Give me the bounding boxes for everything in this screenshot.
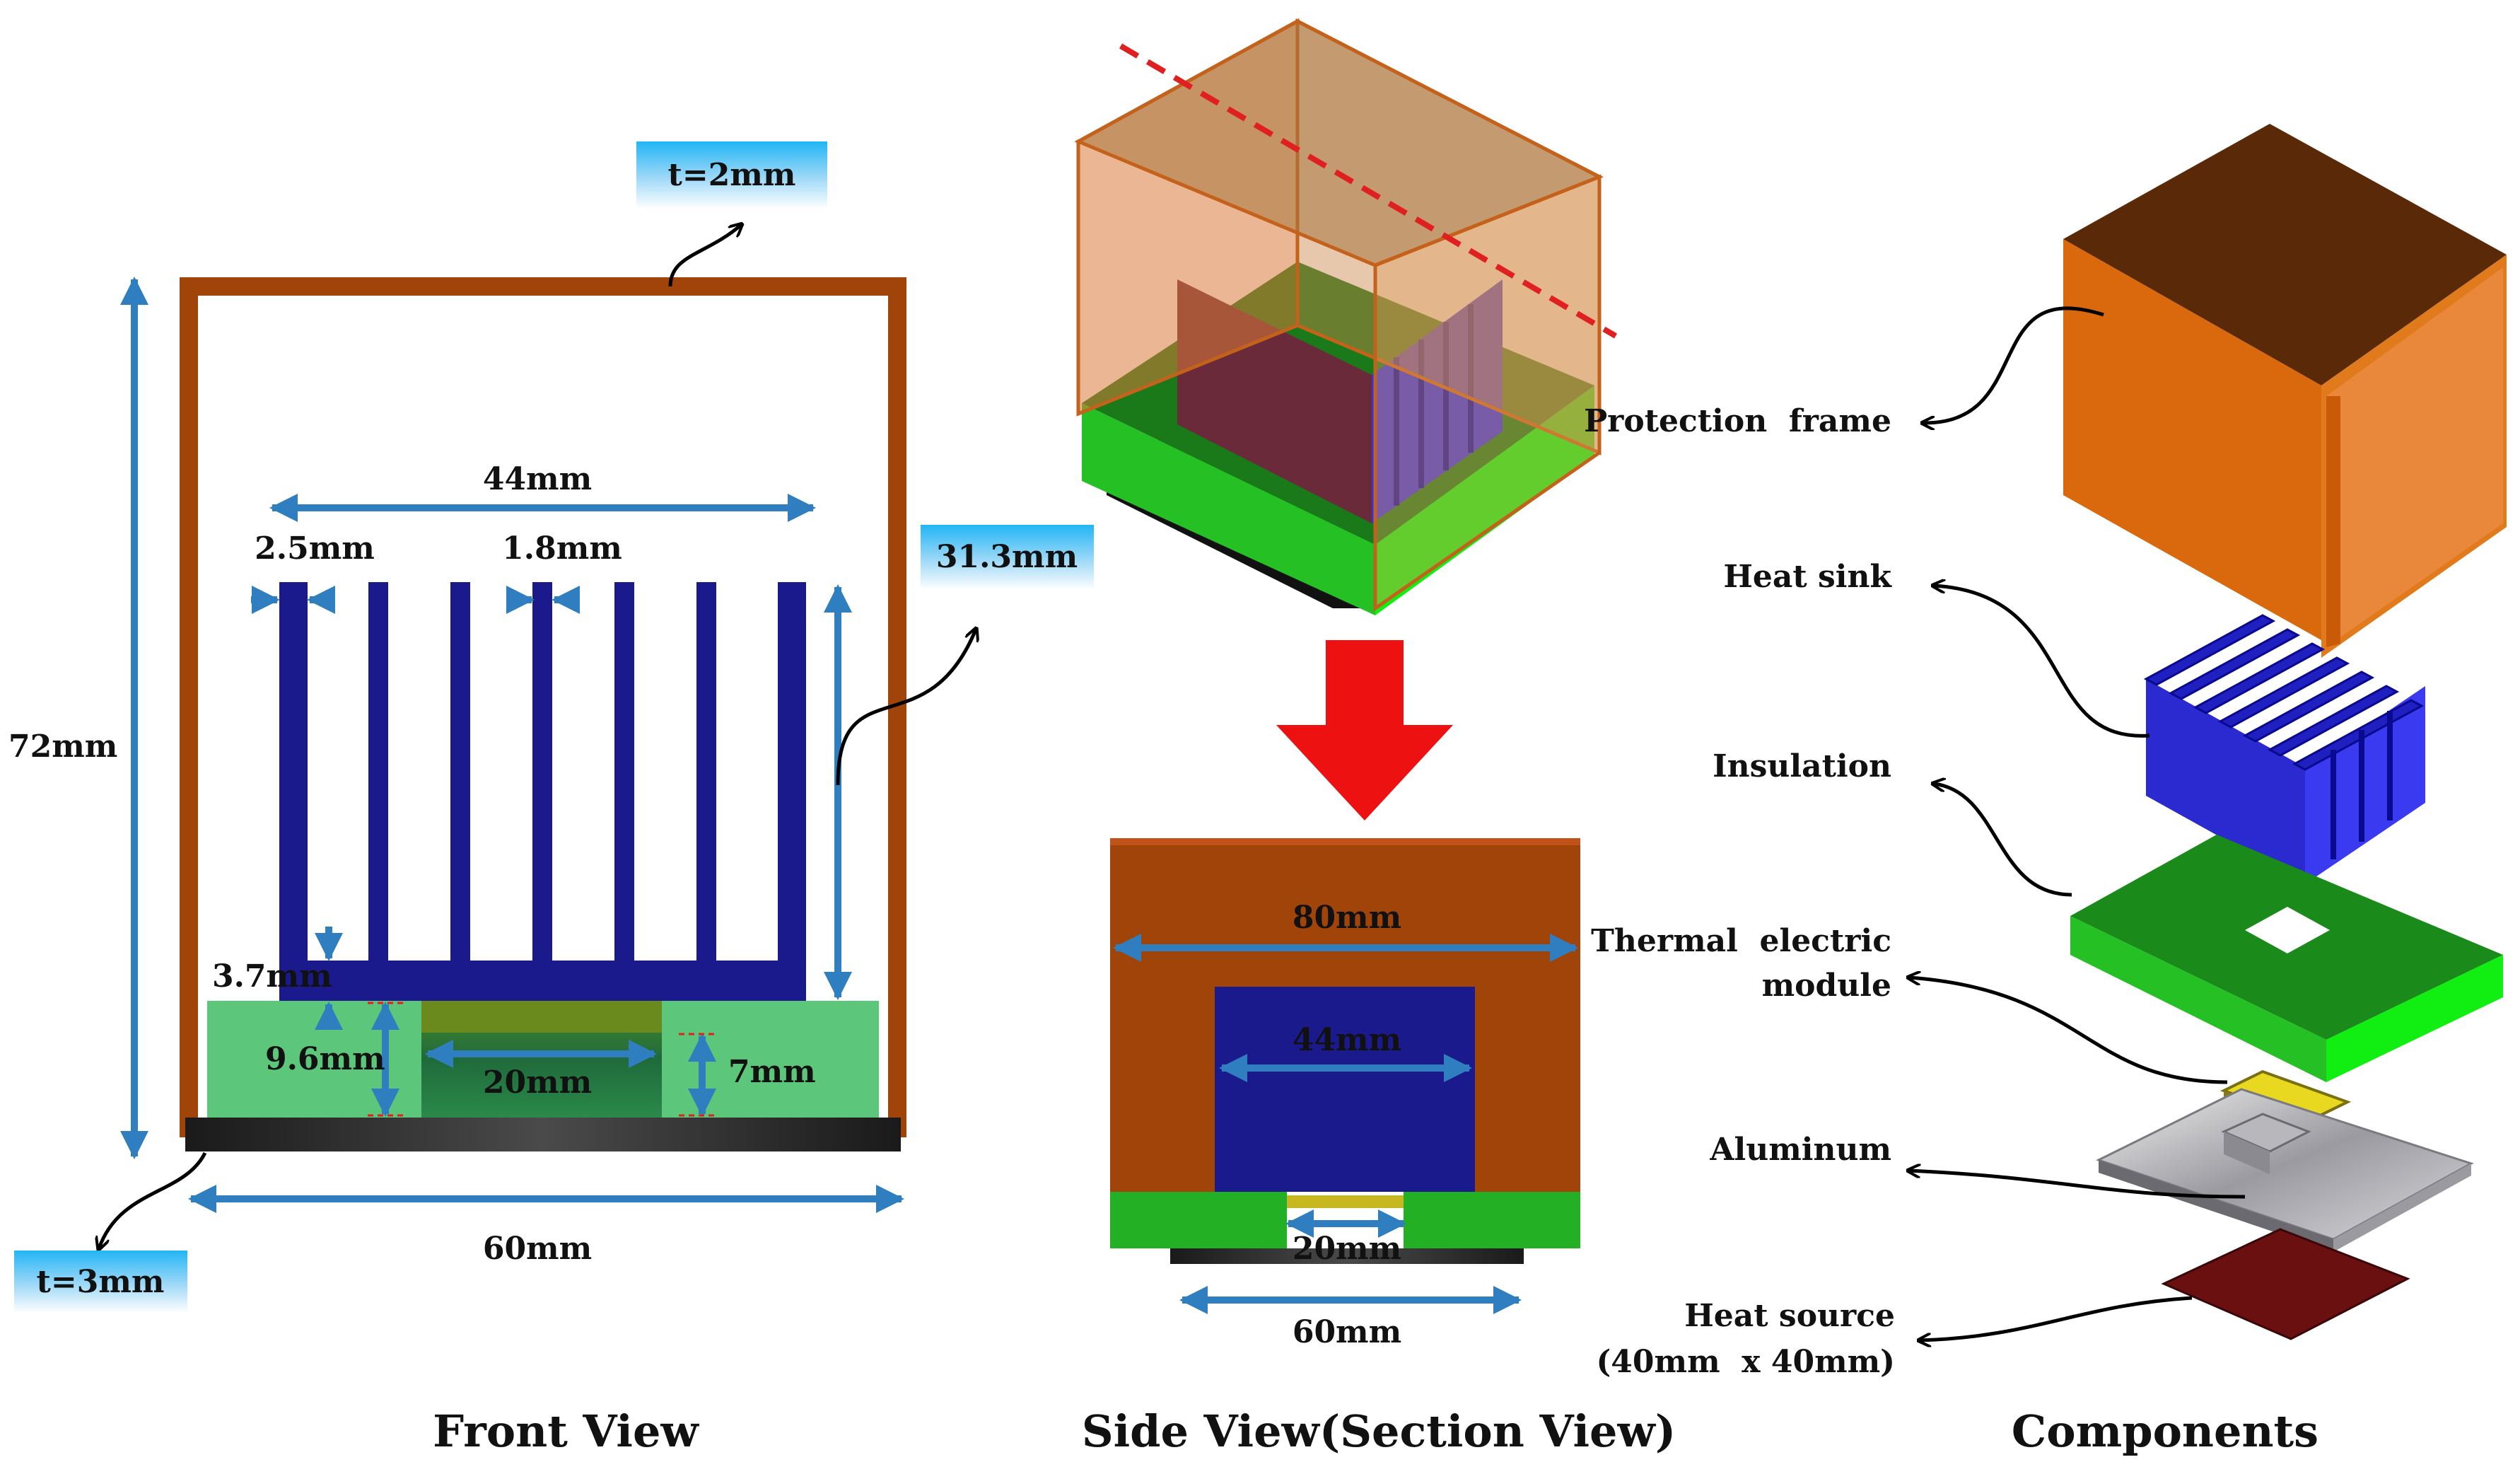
iso-assembly: [1074, 18, 1618, 615]
front-view: t=2mm 31.3mm t=3mm 72mm 44mm 2.5mm 1.8mm…: [8, 141, 1094, 1457]
exploded-heat-source: [2161, 1228, 2410, 1340]
dim-20mm: 20mm: [483, 1064, 592, 1101]
exploded-frame-top: [2063, 124, 2507, 385]
label-heat-source-1: Heat source: [1684, 1298, 1895, 1334]
front-fins: [279, 582, 806, 964]
arrow-protection-frame: [1923, 306, 2104, 423]
label-protection-frame: Protection frame: [1584, 403, 1891, 439]
dim-7mm: 7mm: [728, 1054, 816, 1090]
arrow-aluminum: [1909, 1171, 2246, 1199]
side-view: 80mm 44mm 20mm 60mm Side View(Section Vi…: [1074, 18, 1676, 1457]
dim-44mm-side: 44mm: [1293, 1022, 1401, 1058]
fin: [778, 582, 806, 964]
side-view-title: Side View(Section View): [1082, 1405, 1676, 1457]
dim-3mm: 3.7mm: [212, 958, 332, 994]
label-tem-1: Thermal electric: [1591, 923, 1891, 959]
side-heatsink: [1215, 987, 1475, 1192]
dim-60mm-side: 60mm: [1293, 1314, 1401, 1350]
arrow-insulation: [1934, 784, 2072, 897]
components-title: Components: [2012, 1405, 2318, 1457]
section-cut-line: [1119, 43, 1618, 339]
components: Protection frame Heat sink Insulation Th…: [1584, 124, 2507, 1457]
fin: [450, 582, 470, 964]
fin: [279, 582, 308, 964]
front-heatsink-base: [279, 961, 806, 1001]
label-tem-2: module: [1762, 968, 1891, 1004]
tag-t2mm: [636, 141, 827, 209]
dim-80mm: 80mm: [1293, 900, 1401, 936]
label-heat-sink: Heat sink: [1723, 559, 1892, 595]
dim-1mm: 1.8mm: [502, 530, 622, 567]
tag-t3mm-label: t=3mm: [37, 1264, 165, 1300]
dim-2mm: 2.5mm: [255, 530, 375, 567]
tag-t2mm-label: t=2mm: [668, 157, 796, 193]
exploded-heatsink-right: [2305, 686, 2425, 884]
label-heat-source-2: (40mm x 40mm): [1596, 1344, 1895, 1380]
arrow-heat-source: [1920, 1296, 2193, 1340]
front-aluminum-plate: [185, 1118, 901, 1151]
label-aluminum: Aluminum: [1709, 1132, 1891, 1168]
label-insulation: Insulation: [1713, 748, 1891, 784]
frame-pointer-arrow: [668, 225, 741, 287]
arrow-heat-sink: [1934, 586, 2150, 738]
fin: [532, 582, 552, 964]
tag-31mm-label: 31.3mm: [936, 539, 1078, 575]
fin: [368, 582, 388, 964]
fin: [614, 582, 634, 964]
tag-t3mm: [14, 1251, 187, 1313]
side-aluminum: [1170, 1248, 1524, 1264]
dim-9mm: 9.6mm: [265, 1041, 385, 1077]
iso-insulation-left: [1082, 403, 1375, 615]
dim-20mm-side: 20mm: [1293, 1231, 1401, 1267]
iso-insulation-right: [1375, 385, 1594, 615]
front-module-top: [421, 1001, 662, 1033]
fin: [696, 582, 716, 964]
front-view-title: Front View: [433, 1405, 699, 1457]
side-module: [1287, 1195, 1404, 1208]
side-insulation-left: [1110, 1192, 1287, 1248]
dim-60mm: 60mm: [483, 1231, 592, 1267]
arrow-tem: [1909, 977, 2228, 1084]
exploded-insulation-hole: [2245, 907, 2330, 953]
exploded-heatsink-left: [2146, 679, 2305, 884]
dim-72mm: 72mm: [8, 729, 117, 765]
side-insulation-right: [1404, 1192, 1580, 1248]
exploded-frame-left: [2063, 239, 2321, 640]
plate-pointer-arrow: [99, 1151, 207, 1248]
dim-44mm: 44mm: [483, 461, 592, 497]
exploded-aluminum: [2096, 1088, 2474, 1241]
fin-pointer-arrow: [836, 630, 976, 786]
section-down-arrow: [1276, 640, 1453, 820]
tag-31mm: [921, 525, 1094, 590]
